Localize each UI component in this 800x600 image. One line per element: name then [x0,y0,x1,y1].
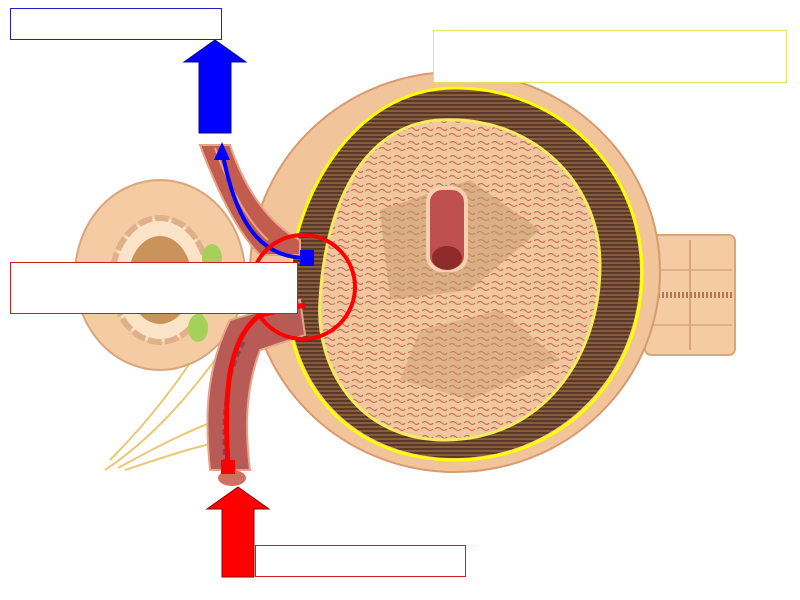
afferent-flow-line [224,302,306,466]
label-box-top-right[interactable] [433,30,787,83]
efferent-flow-line [220,149,309,260]
label-box-bottom[interactable] [255,545,466,577]
efferent-output-arrow [182,39,248,134]
label-box-mid-left[interactable] [10,262,298,314]
capsule-outline [286,86,644,462]
efferent-flow-arrowhead [214,142,230,160]
label-box-top-left[interactable] [10,8,222,40]
proximal-tubule [644,234,736,356]
glomerulus [318,118,602,442]
afferent-input-arrow [205,486,271,578]
afferent-flow-start-marker [221,460,235,474]
efferent-flow-start-marker [300,250,314,266]
